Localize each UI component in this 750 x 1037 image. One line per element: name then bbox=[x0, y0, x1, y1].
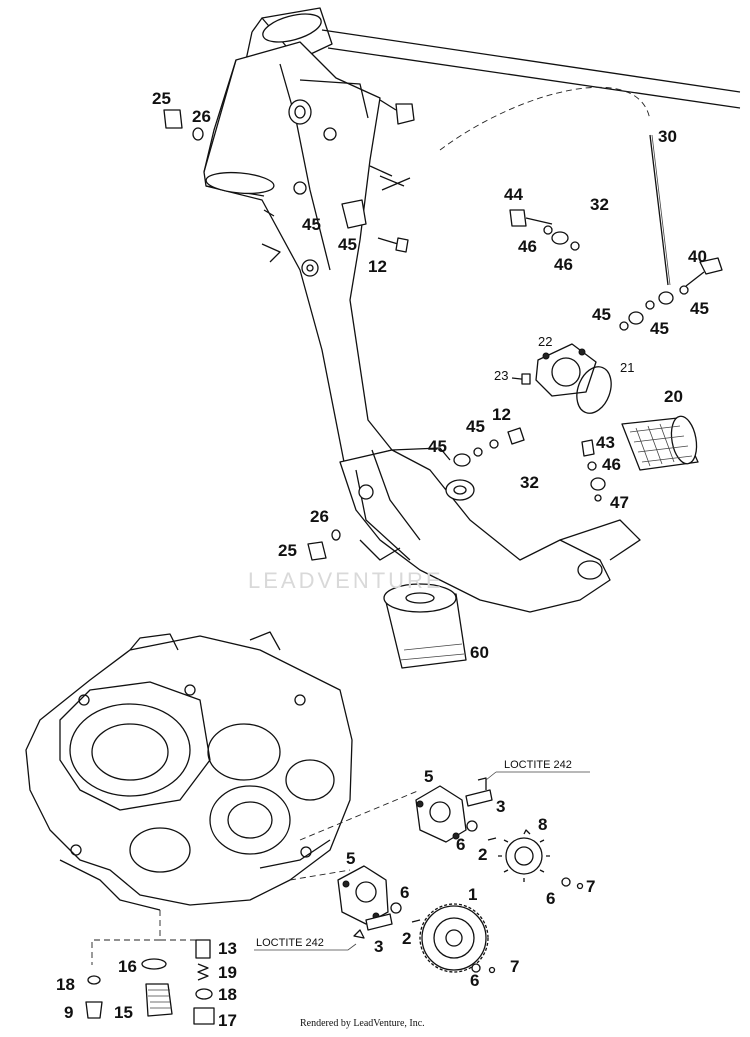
part-label-15: 15 bbox=[114, 1003, 133, 1022]
part-label-12: 12 bbox=[492, 405, 511, 424]
oil-line-assembly bbox=[163, 109, 723, 669]
part-label-18: 18 bbox=[56, 975, 75, 994]
part-label-44: 44 bbox=[504, 185, 523, 204]
part-label-32: 32 bbox=[590, 195, 609, 214]
part-label-45: 45 bbox=[302, 215, 321, 234]
part-label-45: 45 bbox=[650, 319, 669, 338]
part-label-9: 9 bbox=[64, 1003, 73, 1022]
part-label-2: 2 bbox=[478, 845, 487, 864]
part-label-19: 19 bbox=[218, 963, 237, 982]
part-label-21: 21 bbox=[620, 360, 634, 375]
part-label-45: 45 bbox=[428, 437, 447, 456]
engine-crankcase bbox=[25, 631, 421, 965]
part-label-2: 2 bbox=[402, 929, 411, 948]
part-label-6: 6 bbox=[470, 971, 479, 990]
part-label-5: 5 bbox=[424, 767, 433, 786]
part-label-6: 6 bbox=[456, 835, 465, 854]
part-label-47: 47 bbox=[610, 493, 629, 512]
part-label-43: 43 bbox=[596, 433, 615, 452]
part-label-40: 40 bbox=[688, 247, 707, 266]
part-label-3: 3 bbox=[496, 797, 505, 816]
footer-credit: Rendered by LeadVenture, Inc. bbox=[300, 1018, 425, 1029]
part-label-17: 17 bbox=[218, 1011, 237, 1030]
part-label-45: 45 bbox=[690, 299, 709, 318]
part-label-16: 16 bbox=[118, 957, 137, 976]
part-label-26: 26 bbox=[192, 107, 211, 126]
part-label-26: 26 bbox=[310, 507, 329, 526]
oil-pump-assembly bbox=[85, 777, 584, 1025]
part-label-25: 25 bbox=[278, 541, 297, 560]
part-label-1: 1 bbox=[468, 885, 477, 904]
loctite-note-upper: LOCTITE 242 bbox=[504, 759, 572, 771]
part-label-45: 45 bbox=[466, 417, 485, 436]
loctite-notes: LOCTITE 242 LOCTITE 242 bbox=[254, 759, 590, 951]
part-label-46: 46 bbox=[554, 255, 573, 274]
part-label-46: 46 bbox=[518, 237, 537, 256]
part-label-5: 5 bbox=[346, 849, 355, 868]
part-label-30: 30 bbox=[658, 127, 677, 146]
part-label-3: 3 bbox=[374, 937, 383, 956]
part-label-7: 7 bbox=[586, 877, 595, 896]
part-label-25: 25 bbox=[152, 89, 171, 108]
watermark-text: LEADVENTURE bbox=[248, 568, 444, 593]
part-label-20: 20 bbox=[664, 387, 683, 406]
part-labels: 25 26 45 45 12 30 44 32 46 46 40 45 45 4… bbox=[56, 89, 709, 1030]
part-label-45: 45 bbox=[592, 305, 611, 324]
part-label-13: 13 bbox=[218, 939, 237, 958]
part-label-6: 6 bbox=[546, 889, 555, 908]
part-label-12: 12 bbox=[368, 257, 387, 276]
part-label-46: 46 bbox=[602, 455, 621, 474]
part-label-7: 7 bbox=[510, 957, 519, 976]
part-label-8: 8 bbox=[538, 815, 547, 834]
part-label-22: 22 bbox=[538, 334, 552, 349]
part-label-18: 18 bbox=[218, 985, 237, 1004]
part-label-45: 45 bbox=[338, 235, 357, 254]
part-label-60: 60 bbox=[470, 643, 489, 662]
loctite-note-lower: LOCTITE 242 bbox=[256, 937, 324, 949]
frame bbox=[203, 7, 741, 613]
part-label-6: 6 bbox=[400, 883, 409, 902]
part-label-32: 32 bbox=[520, 473, 539, 492]
part-label-23: 23 bbox=[494, 368, 508, 383]
